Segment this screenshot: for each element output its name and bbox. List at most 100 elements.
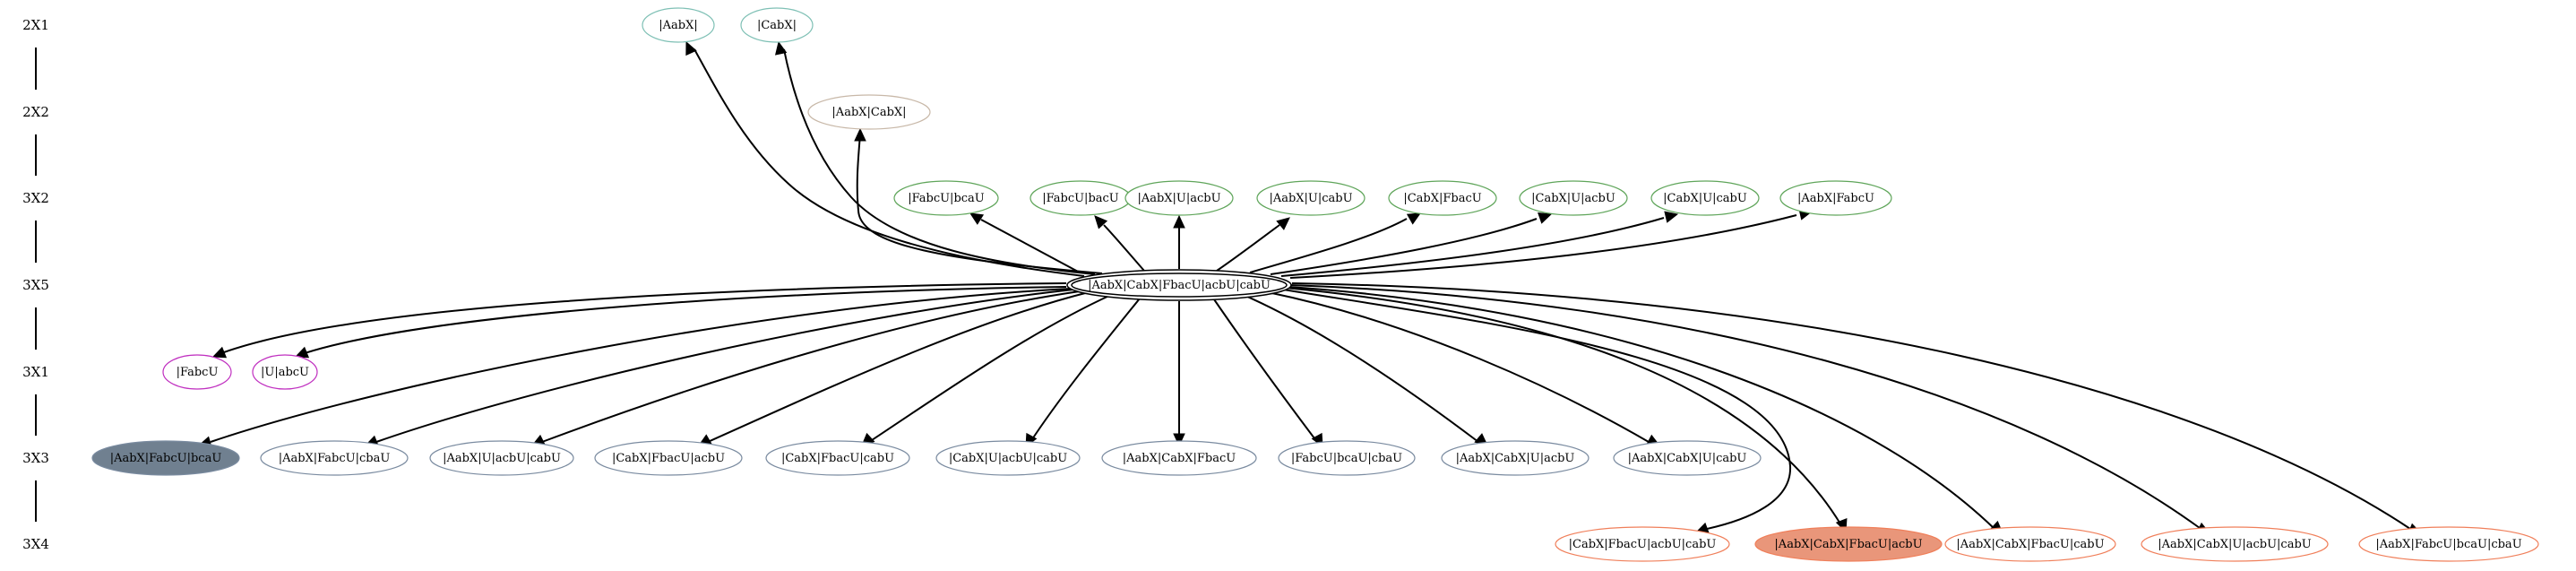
node-n34a[interactable]: |CabX|FbacU|acbU|cabU: [1555, 526, 1730, 562]
node-shape: [1650, 180, 1760, 216]
node-shape: [1101, 440, 1257, 476]
node-shape: [91, 440, 240, 476]
node-label: |AabX|CabX|FbacU: [1123, 452, 1236, 465]
node-shape: [642, 7, 715, 43]
node-shape: [935, 440, 1081, 476]
node-label: |AabX|CabX|FbacU|acbU: [1774, 538, 1922, 551]
node-shape: [2141, 526, 2329, 562]
edge-center-to-n33b: [375, 289, 1074, 443]
node-shape: [1779, 180, 1892, 216]
node-n33j[interactable]: |AabX|CabX|U|cabU: [1613, 440, 1762, 476]
node-label: |AabX|FabcU|cbaU: [279, 452, 391, 465]
node-shape: [1256, 180, 1366, 216]
node-label: |CabX|U|acbU|cabU: [949, 452, 1067, 465]
node-label: |AabX|CabX|U|cabU: [1628, 452, 1747, 465]
node-shape: [252, 354, 318, 390]
node-n31a[interactable]: |FabcU: [162, 354, 232, 390]
node-n33f[interactable]: |CabX|U|acbU|cabU: [935, 440, 1081, 476]
level-label-3x5: 3X5: [22, 277, 49, 293]
node-label: |AabX|CabX|FbacU|acbU|cabU: [1088, 279, 1271, 292]
node-n32d[interactable]: |AabX|U|cabU: [1256, 180, 1366, 216]
node-shape: [429, 440, 574, 476]
node-n34d[interactable]: |AabX|CabX|U|acbU|cabU: [2141, 526, 2329, 562]
arrowhead: [969, 212, 985, 225]
edge-center-to-n33h: [1213, 298, 1318, 443]
arrowhead: [1664, 211, 1679, 223]
node-center[interactable]: |AabX|CabX|FbacU|acbU|cabU: [1066, 269, 1292, 301]
node-label: |AabX|CabX|U|acbU|cabU: [2158, 538, 2312, 551]
node-n32h[interactable]: |AabX|FabcU: [1779, 180, 1892, 216]
node-n34b[interactable]: |AabX|CabX|FbacU|acbU: [1754, 526, 1943, 562]
node-label: |CabX|FbacU|cabU: [781, 452, 894, 465]
node-label: |AabX|CabX|FbacU|cabU: [1956, 538, 2104, 551]
edge-center-to-n33e: [868, 294, 1112, 443]
edge-center-to-n32h: [1289, 214, 1797, 279]
node-n33d[interactable]: |CabX|FbacU|acbU: [594, 440, 743, 476]
edge-center-to-n33d: [707, 291, 1090, 443]
node-label: |U|abcU: [261, 366, 309, 379]
arrowhead: [1094, 215, 1108, 229]
node-n21a[interactable]: |AabX|: [642, 7, 715, 43]
nodes: |AabX|CabX|FbacU|acbU|cabU |AabX| |CabX| |A…: [91, 7, 2539, 562]
edge-center-to-n33a: [210, 288, 1072, 443]
edge-center-to-n34d: [1289, 284, 2201, 529]
edge-center-to-n31b: [304, 286, 1067, 354]
edge-center-to-n21b: [783, 48, 1096, 275]
node-n34c[interactable]: |AabX|CabX|FbacU|cabU: [1944, 526, 2116, 562]
arrowhead: [1276, 217, 1290, 230]
node-n33b[interactable]: |AabX|FabcU|cbaU: [260, 440, 409, 476]
node-n32c[interactable]: |AabX|U|acbU: [1124, 180, 1234, 216]
arrowhead: [1173, 433, 1185, 447]
node-label: |AabX|U|acbU|cabU: [443, 452, 561, 465]
node-n22a[interactable]: |AabX|CabX|: [807, 94, 931, 130]
node-shape: [740, 7, 814, 43]
node-label: |AabX|CabX|: [831, 106, 906, 119]
arrowhead: [854, 127, 866, 142]
node-n33e[interactable]: |CabX|FbacU|cabU: [765, 440, 910, 476]
node-n32a[interactable]: |FabcU|bcaU: [893, 180, 999, 216]
edge-center-to-n33f: [1030, 298, 1141, 443]
level-label-3x3: 3X3: [22, 450, 49, 466]
node-shape: [1613, 440, 1762, 476]
edge-center-to-n34c: [1288, 286, 1994, 529]
node-label: |CabX|U|cabU: [1663, 192, 1747, 205]
node-n33c[interactable]: |AabX|U|acbU|cabU: [429, 440, 574, 476]
edge-center-to-n32g: [1280, 217, 1665, 277]
level-label-2x1: 2X1: [22, 17, 49, 33]
arrowhead: [1406, 212, 1422, 225]
node-label: |AabX|FabcU: [1797, 192, 1874, 205]
node-n32f[interactable]: |CabX|U|acbU: [1519, 180, 1628, 216]
node-label: |AabX|FabcU|bcaU|cbaU: [2375, 538, 2521, 551]
node-shape: [893, 180, 999, 216]
node-n21b[interactable]: |CabX|: [740, 7, 814, 43]
edge-center-to-n21a: [694, 48, 1085, 277]
edge-center-to-n32f: [1270, 218, 1538, 275]
arrowhead: [1538, 212, 1553, 224]
node-n32e[interactable]: |CabX|FbacU: [1388, 180, 1497, 216]
node-label: |FabcU|bcaU: [908, 192, 985, 205]
level-label-2x2: 2X2: [22, 104, 49, 120]
node-shape: [1388, 180, 1497, 216]
node-label: |AabX|FabcU|bcaU: [110, 452, 222, 465]
edge-center-to-n22a: [856, 134, 1103, 274]
node-shape: [807, 94, 931, 130]
node-n34e[interactable]: |AabX|FabcU|bcaU|cbaU: [2358, 526, 2539, 562]
arrowhead: [774, 40, 788, 56]
edge-center-to-n32b: [1103, 224, 1145, 272]
node-n31b[interactable]: |U|abcU: [252, 354, 318, 390]
node-label: |CabX|: [757, 19, 797, 32]
node-n33h[interactable]: |FabcU|bcaU|cbaU: [1278, 440, 1416, 476]
node-label: |FabcU|bcaU|cbaU: [1291, 452, 1402, 465]
node-n33i[interactable]: |AabX|CabX|U|acbU: [1441, 440, 1590, 476]
node-n33a[interactable]: |AabX|FabcU|bcaU: [91, 440, 240, 476]
node-shape-inner: [1071, 273, 1288, 298]
edge-center-to-n34b: [1284, 287, 1842, 526]
node-n32g[interactable]: |CabX|U|cabU: [1650, 180, 1760, 216]
node-shape: [1519, 180, 1628, 216]
node-shape: [1555, 526, 1730, 562]
node-shape: [260, 440, 409, 476]
node-n32b[interactable]: |FabcU|bacU: [1030, 180, 1132, 216]
node-shape: [594, 440, 743, 476]
node-n33g[interactable]: |AabX|CabX|FbacU: [1101, 440, 1257, 476]
node-label: |AabX|: [659, 19, 697, 32]
